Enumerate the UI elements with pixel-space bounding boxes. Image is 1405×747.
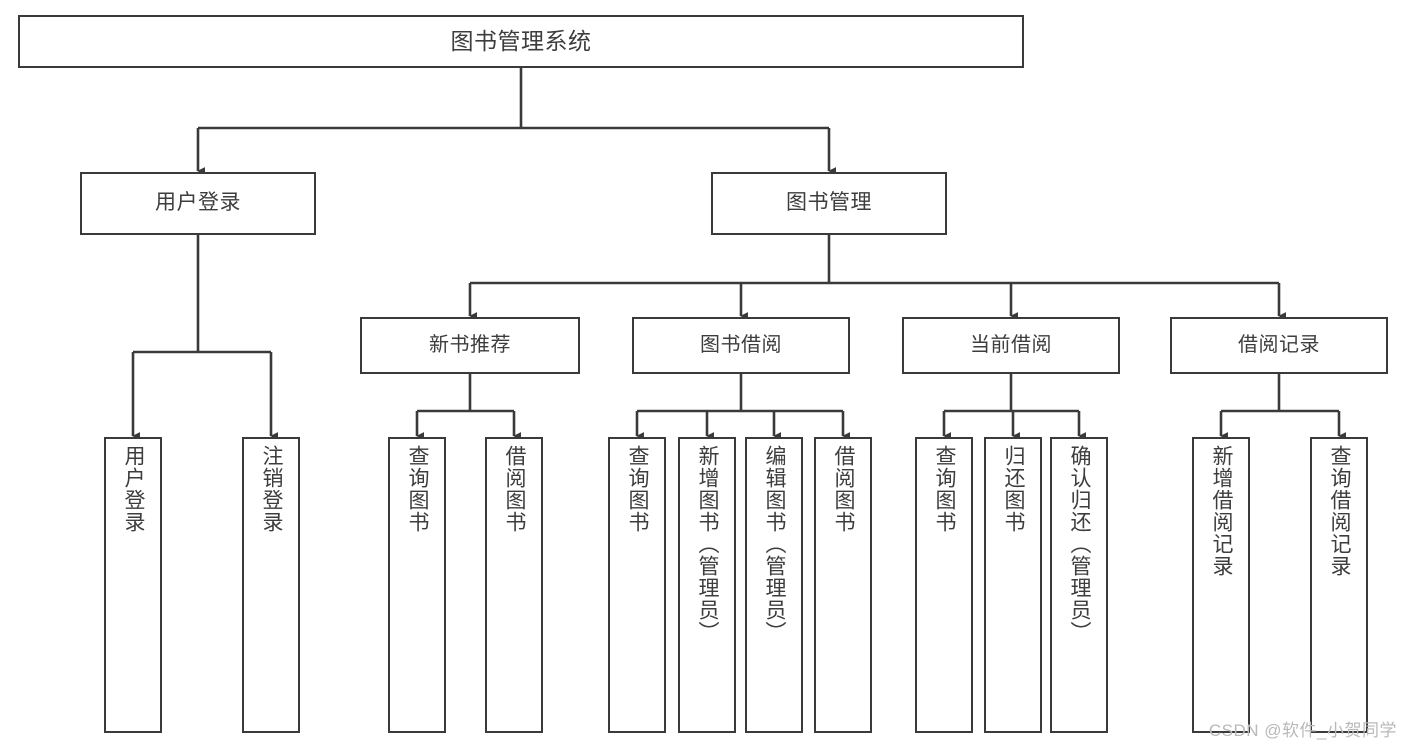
node-label: 图书管理	[786, 191, 872, 215]
node-label: 新增借阅记录	[1210, 445, 1234, 577]
node-label: 当前借阅	[970, 334, 1052, 356]
node-label: 注销登录	[260, 445, 284, 533]
node-l9: 查询图书	[915, 437, 973, 733]
node-n_borrow: 图书借阅	[632, 317, 850, 374]
node-n_bookmg: 图书管理	[711, 172, 947, 235]
node-l6: 新增图书（管理员）	[678, 437, 736, 733]
node-n_login: 用户登录	[80, 172, 316, 235]
node-l3: 查询图书	[388, 437, 446, 733]
node-l13: 查询借阅记录	[1310, 437, 1368, 733]
node-n_newrec: 新书推荐	[360, 317, 580, 374]
node-label: 借阅记录	[1238, 334, 1320, 356]
node-l12: 新增借阅记录	[1192, 437, 1250, 733]
node-root: 图书管理系统	[18, 15, 1024, 68]
node-l1: 用户登录	[104, 437, 162, 733]
node-label: 用户登录	[155, 191, 241, 215]
node-label: 归还图书	[1002, 445, 1026, 533]
node-label: 编辑图书（管理员）	[763, 445, 787, 643]
node-l5: 查询图书	[608, 437, 666, 733]
node-l2: 注销登录	[242, 437, 300, 733]
node-l4: 借阅图书	[485, 437, 543, 733]
node-label: 查询图书	[406, 445, 430, 533]
node-n_hist: 借阅记录	[1170, 317, 1388, 374]
node-l7: 编辑图书（管理员）	[745, 437, 803, 733]
node-label: 新增图书（管理员）	[696, 445, 720, 643]
node-l11: 确认归还（管理员）	[1050, 437, 1108, 733]
node-l8: 借阅图书	[814, 437, 872, 733]
node-label: 查询借阅记录	[1328, 445, 1352, 577]
node-label: 借阅图书	[832, 445, 856, 533]
node-label: 图书管理系统	[450, 28, 592, 55]
node-n_curr: 当前借阅	[902, 317, 1120, 374]
node-label: 图书借阅	[700, 334, 782, 356]
node-label: 确认归还（管理员）	[1068, 445, 1092, 643]
node-label: 借阅图书	[503, 445, 527, 533]
node-label: 查询图书	[933, 445, 957, 533]
node-label: 查询图书	[626, 445, 650, 533]
node-label: 用户登录	[122, 445, 146, 533]
node-label: 新书推荐	[429, 334, 511, 356]
node-l10: 归还图书	[984, 437, 1042, 733]
